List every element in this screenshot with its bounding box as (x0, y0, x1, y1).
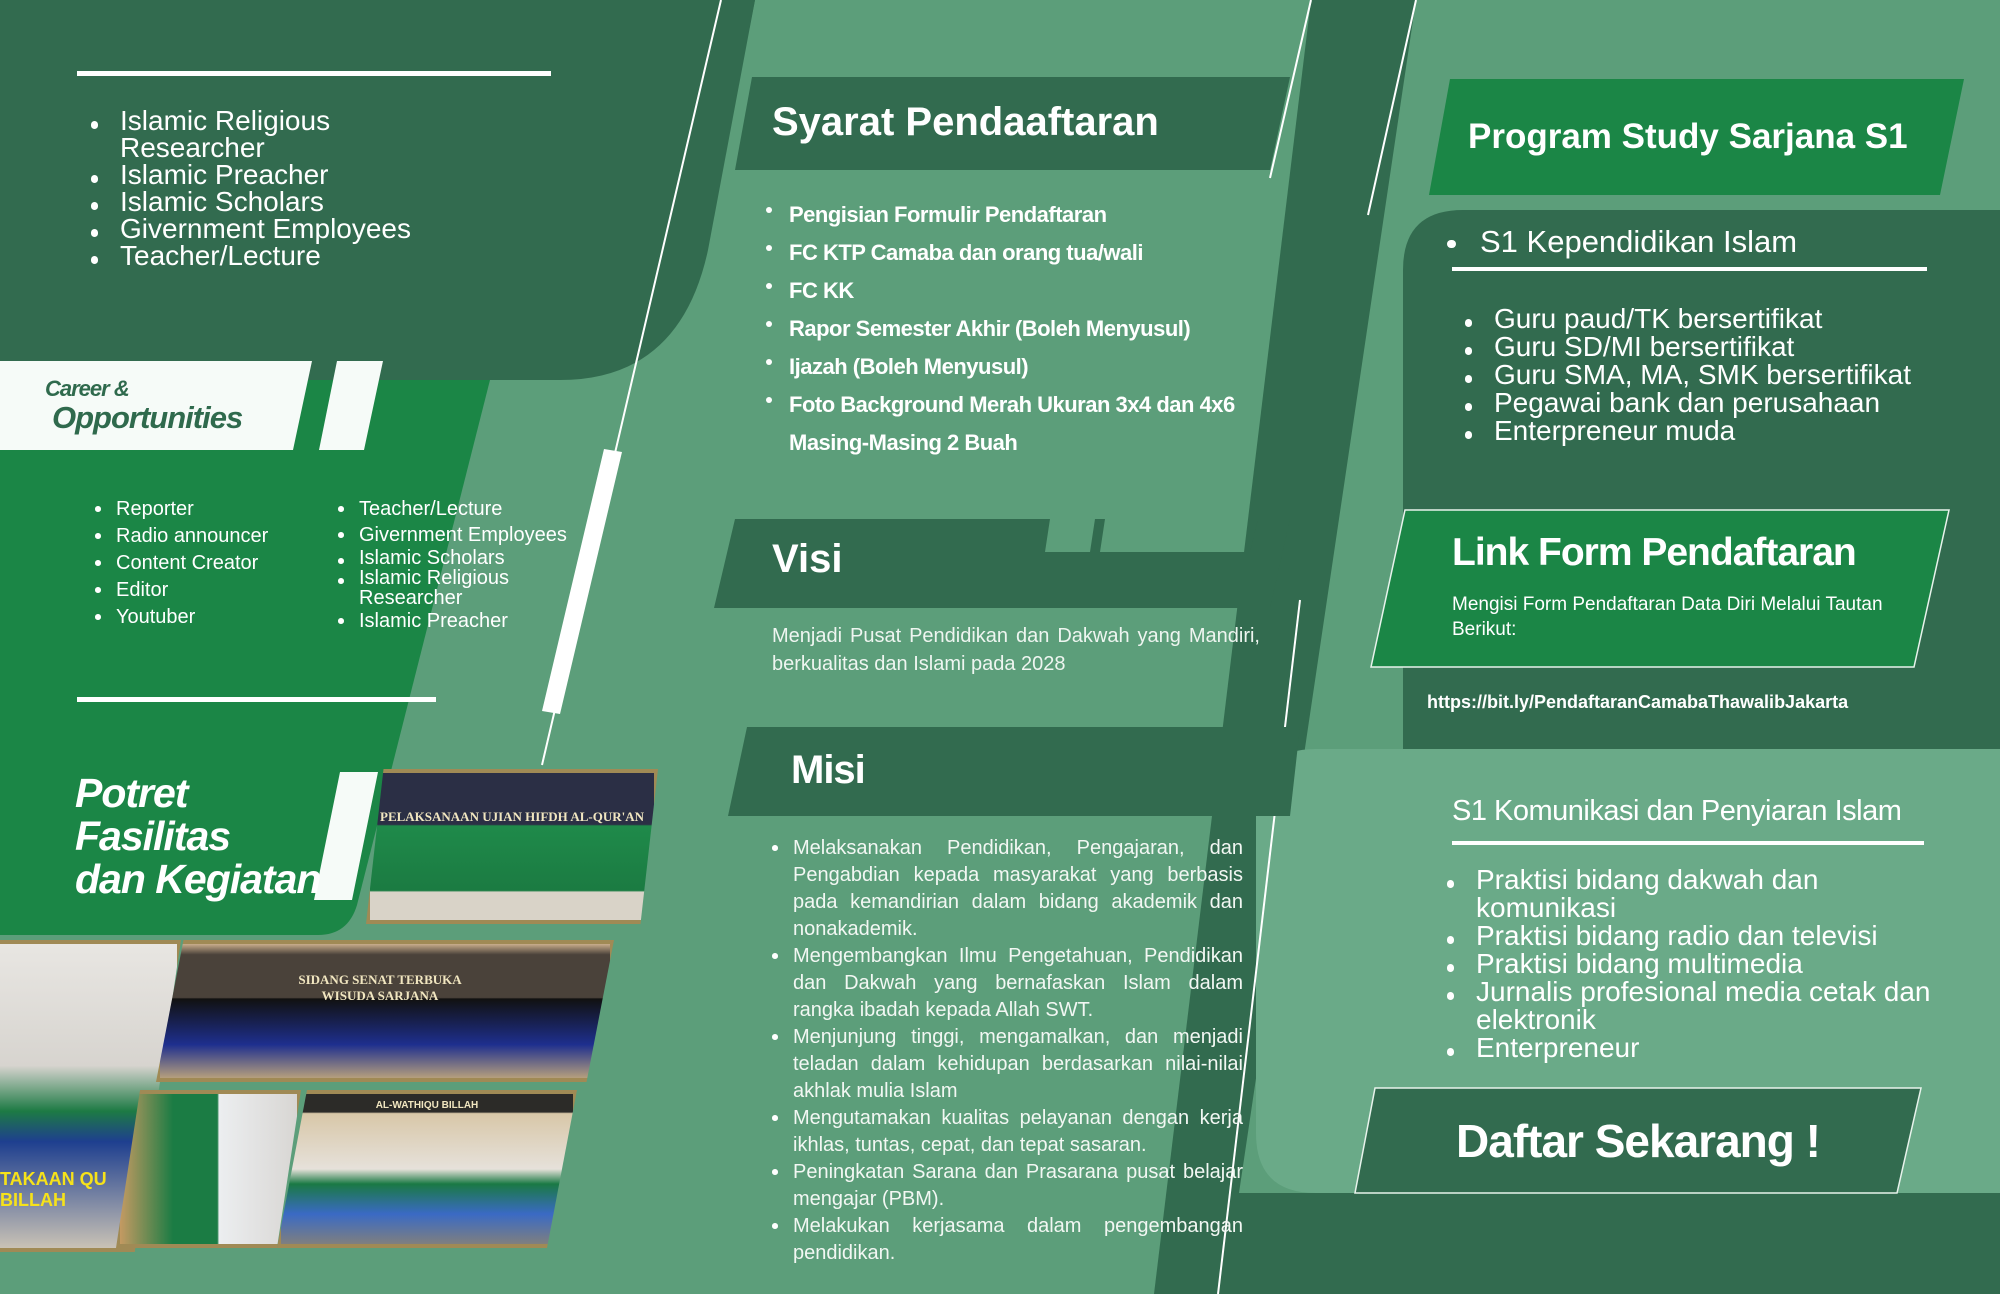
right-light-panel (1256, 749, 2000, 1193)
program-title: Program Study Sarjana S1 (1468, 117, 1908, 156)
list-item: Radio announcer (94, 523, 268, 550)
list-item: FC KTP Camaba dan orang tua/wali (765, 234, 1269, 272)
photo-caption: AL-WATHIQU BILLAH (375, 1100, 479, 1111)
list-item: Enterpreneur muda (1464, 417, 1911, 445)
list-item: Editor (94, 577, 268, 604)
gallery-title-line: Potret (75, 770, 188, 816)
list-item: Praktisi bidang dakwah dan komunikasi (1446, 866, 1946, 922)
list-item: Guru paud/TK bersertifikat (1464, 305, 1911, 333)
list-item: Givernment Employees (338, 522, 599, 548)
list-item: Rapor Semester Akhir (Boleh Menyusul) (765, 310, 1269, 348)
photo-graduation: SIDANG SENAT TERBUKA WISUDA SARJANA (156, 940, 614, 1082)
list-item: Menjunjung tinggi, mengamalkan, dan menj… (772, 1024, 1243, 1105)
s1-kependidikan-heading: S1 Kependidikan Islam (1447, 224, 1798, 260)
divider (1452, 841, 1924, 845)
list-item: Enterpreneur (1446, 1034, 1946, 1062)
center-dark-stripe (1154, 0, 1416, 1294)
divider (1452, 267, 1927, 271)
list-item: Islamic Scholars (90, 188, 480, 216)
s1-komunikasi-title: S1 Komunikasi dan Penyiaran Islam (1452, 795, 1902, 827)
divider (77, 71, 551, 76)
list-item: Pengisian Formulir Pendaftaran (765, 196, 1269, 234)
career-title-small: Career & (45, 376, 130, 401)
list-item: Islamic Religious Researcher (90, 107, 480, 162)
registration-link[interactable]: https://bit.ly/PendaftaranCamabaThawalib… (1427, 692, 1849, 712)
gallery-title-line: Fasilitas (75, 813, 231, 859)
top-career-list: Islamic Religious Researcher Islamic Pre… (90, 107, 480, 270)
s1-kependidikan-title: S1 Kependidikan Islam (1447, 224, 1798, 259)
photo-caption: SIDANG SENAT TERBUKA WISUDA SARJANA (298, 972, 462, 1003)
list-item: Youtuber (94, 604, 268, 631)
career-title: Opportunities (52, 400, 243, 435)
syarat-list: Pengisian Formulir Pendaftaran FC KTP Ca… (765, 196, 1269, 462)
list-item: Guru SD/MI bersertifikat (1464, 333, 1911, 361)
list-item: Teacher/Lecture (338, 496, 599, 522)
career-list-left: Reporter Radio announcer Content Creator… (94, 496, 268, 631)
list-item: Mengutamakan kualitas pelayanan dengan k… (772, 1105, 1243, 1159)
gallery-title-line: dan Kegiatan (75, 856, 321, 902)
divider (77, 697, 436, 702)
list-item: Mengembangkan Ilmu Pengetahuan, Pendidik… (772, 943, 1243, 1024)
photo-hifdh-exam: PELAKSANAAN UJIAN HIFDH AL-QUR'AN (366, 769, 658, 924)
list-item: Melakukan kerjasama dalam pengembangan p… (772, 1213, 1243, 1267)
s1-kependidikan-list: Guru paud/TK bersertifikat Guru SD/MI be… (1464, 305, 1911, 445)
list-item: Islamic Preacher (338, 608, 599, 634)
right-dark-panel (1403, 210, 2000, 752)
list-item: Praktisi bidang radio dan televisi (1446, 922, 1946, 950)
list-item: Jurnalis profesional media cetak dan ele… (1446, 978, 1946, 1034)
list-item: Islamic Scholars (338, 548, 599, 568)
list-item: Islamic Religious Researcher (338, 568, 539, 608)
list-item: Reporter (94, 496, 268, 523)
photo-community-service: AL-WATHIQU BILLAH (277, 1090, 577, 1248)
list-item: Peningkatan Sarana dan Prasarana pusat b… (772, 1159, 1243, 1213)
misi-title: Misi (791, 748, 866, 792)
list-item: Teacher/Lecture (90, 242, 480, 270)
list-item: Pegawai bank dan perusahaan (1464, 389, 1911, 417)
visi-title: Visi (772, 537, 843, 581)
photo-caption: PELAKSANAAN UJIAN HIFDH AL-QUR'AN (380, 809, 644, 824)
s1-komunikasi-list: Praktisi bidang dakwah dan komunikasi Pr… (1446, 866, 1946, 1062)
visi-text: Menjadi Pusat Pendidikan dan Dakwah yang… (772, 625, 1260, 675)
gallery-title: Potret Fasilitas dan Kegiatan (75, 770, 321, 902)
list-item: Foto Background Merah Ukuran 3x4 dan 4x6… (765, 386, 1269, 462)
syarat-title: Syarat Pendaaftaran (772, 100, 1159, 144)
list-item: Praktisi bidang multimedia (1446, 950, 1946, 978)
list-item: Ijazah (Boleh Menyusul) (765, 348, 1269, 386)
misi-list: Melaksanakan Pendidikan, Pengajaran, dan… (772, 835, 1243, 1267)
photo-caption: TAKAAN QU BILLAH (0, 1169, 107, 1210)
white-slant-bar (542, 449, 622, 714)
list-item: Melaksanakan Pendidikan, Pengajaran, dan… (772, 835, 1243, 943)
list-item: FC KK (765, 272, 1269, 310)
link-form-subtitle: Mengisi Form Pendaftaran Data Diri Melal… (1452, 594, 1883, 640)
career-list-right: Teacher/Lecture Givernment Employees Isl… (338, 496, 599, 634)
list-item: Guru SMA, MA, SMK bersertifikat (1464, 359, 1911, 390)
daftar-sekarang-button[interactable]: Daftar Sekarang ! (1456, 1114, 1821, 1167)
link-form-title: Link Form Pendaftaran (1452, 531, 1857, 574)
photo-book-handover (116, 1090, 301, 1248)
list-item: Islamic Preacher (90, 161, 480, 189)
list-item: Content Creator (94, 550, 268, 577)
list-item: Givernment Employees (90, 215, 480, 243)
